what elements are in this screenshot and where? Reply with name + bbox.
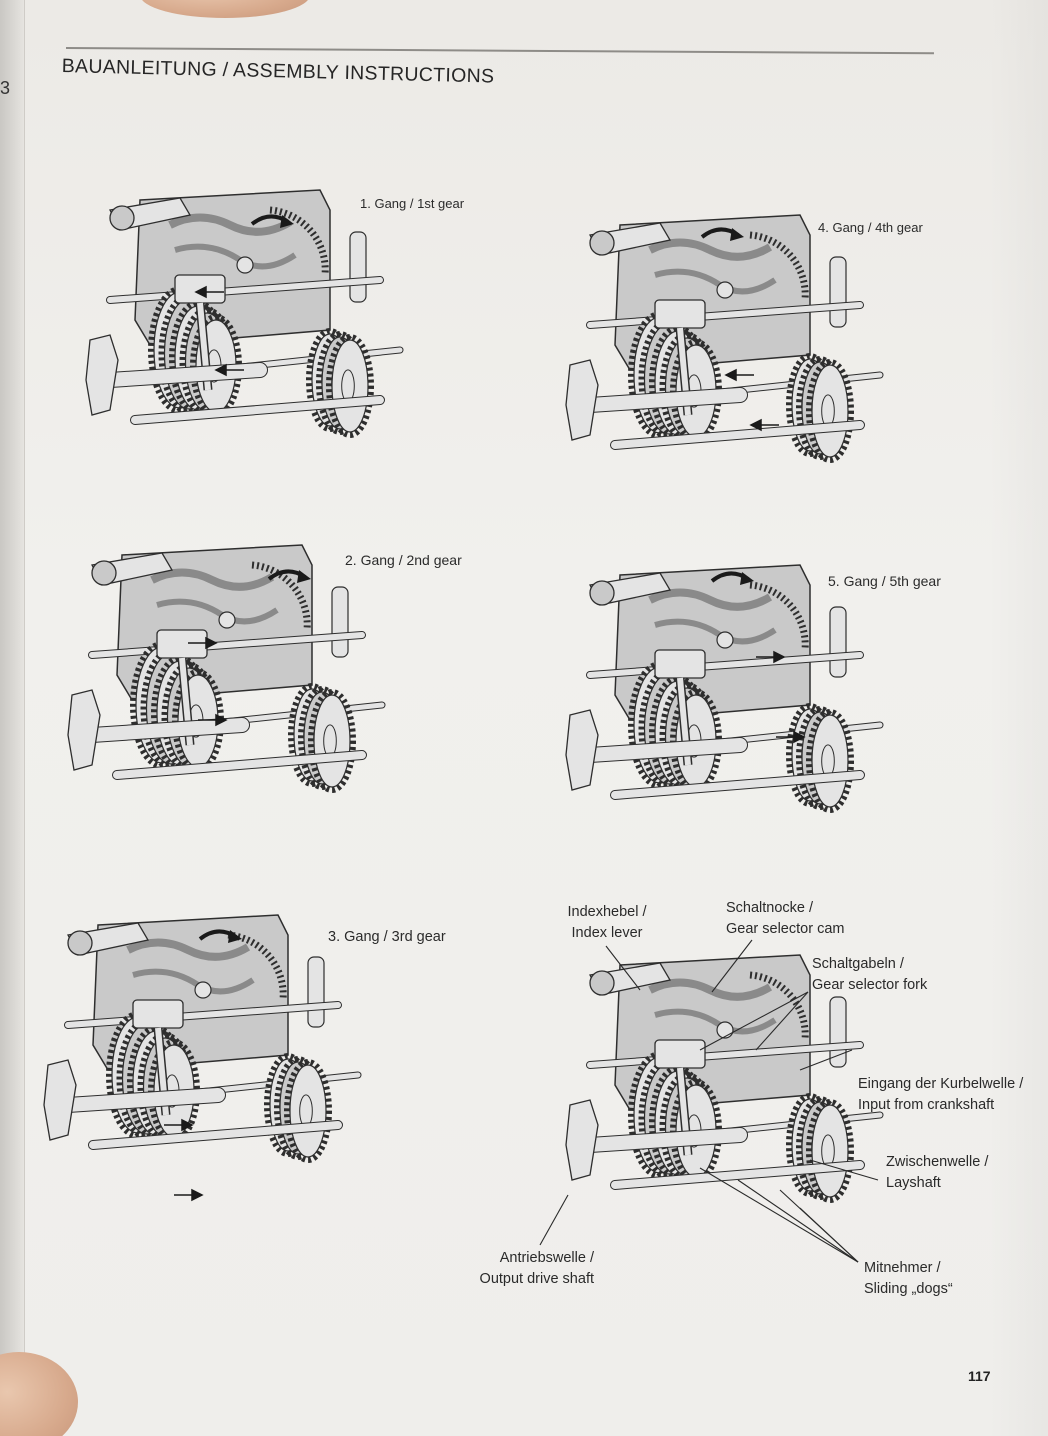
gearbox-figure-1st-gear xyxy=(80,180,404,480)
label-gear-selector-fork: Schaltgabeln / Gear selector fork xyxy=(812,956,928,993)
gearbox-figure-3rd-gear xyxy=(38,905,362,1205)
gearbox-figure-parts xyxy=(560,945,884,1245)
label-output-drive-shaft: Antriebswelle / Output drive shaft xyxy=(479,1250,594,1287)
label-layshaft: Zwischenwelle / Layshaft xyxy=(886,1154,989,1191)
facing-page-fragment: 3 xyxy=(0,78,11,98)
caption-4th-gear: 4. Gang / 4th gear xyxy=(818,220,923,235)
gearbox-figure-4th-gear xyxy=(560,205,884,505)
caption-2nd-gear: 2. Gang / 2nd gear xyxy=(345,552,462,568)
caption-1st-gear: 1. Gang / 1st gear xyxy=(360,196,465,211)
facing-page-edge: 3 xyxy=(0,0,25,1436)
label-gear-selector-cam: Schaltnocke / Gear selector cam xyxy=(726,900,845,937)
gearbox-figure-5th-gear xyxy=(560,555,884,855)
label-index-lever: Indexhebel / Index lever xyxy=(567,904,647,941)
gearbox-figure-2nd-gear xyxy=(62,535,386,835)
label-crankshaft-input: Eingang der Kurbelwelle / Input from cra… xyxy=(858,1076,1024,1113)
label-sliding-dogs: Mitnehmer / Sliding „dogs“ xyxy=(864,1260,953,1297)
caption-5th-gear: 5. Gang / 5th gear xyxy=(828,573,941,589)
caption-3rd-gear: 3. Gang / 3rd gear xyxy=(328,929,446,945)
page-number: 117 xyxy=(968,1368,991,1384)
thumb-top xyxy=(140,0,310,18)
